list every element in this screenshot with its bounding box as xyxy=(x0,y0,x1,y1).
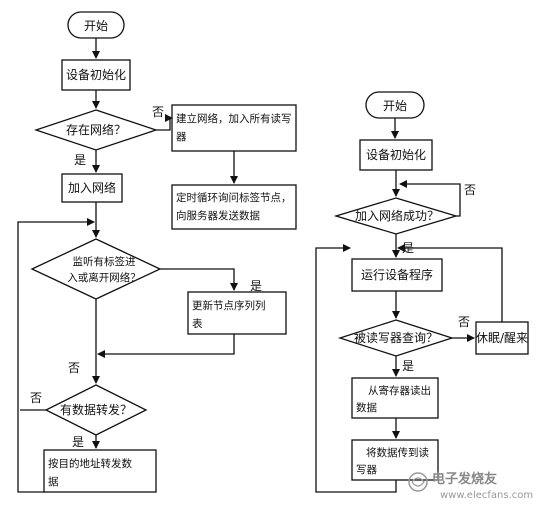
right-send-line2: 写器 xyxy=(356,464,377,476)
right-run-label: 运行设备程序 xyxy=(361,267,433,282)
left-init-label: 设备初始化 xyxy=(66,68,126,82)
left-no-label-1: 否 xyxy=(152,105,164,119)
right-queried-label: 被读写器查询？ xyxy=(354,331,438,345)
left-network-exists-label: 存在网络？ xyxy=(66,122,126,137)
left-update-box xyxy=(187,291,287,335)
left-poll-box xyxy=(171,184,297,230)
left-join-network-box xyxy=(61,173,123,203)
left-forward-line1: 按目的地址转发数 xyxy=(48,457,132,470)
right-join-success-label: 加入网络成功？ xyxy=(355,208,439,223)
right-send-line1: 将数据传到读 xyxy=(366,446,429,459)
right-no-label-1: 否 xyxy=(464,183,476,197)
left-forward-line2: 据 xyxy=(48,475,59,488)
left-forward-label: 有数据转发？ xyxy=(60,402,132,417)
left-create-network-line1: 建立网络，加入所有读写 xyxy=(176,112,292,125)
left-no-label-2: 否 xyxy=(68,361,80,375)
left-init-box xyxy=(61,59,131,91)
left-poll-line1: 定时循环询问标签节点， xyxy=(176,191,292,204)
right-sleep-label: 休眠/醒来 xyxy=(476,331,528,345)
right-read-register-box xyxy=(351,377,439,419)
right-flowchart: 开始 设备初始化 加入网络成功？ 否 是 运行设备程序 被读写器查询？ 否 休眠… xyxy=(315,91,529,493)
left-yes-label-1: 是 xyxy=(74,153,86,167)
left-start-label: 开始 xyxy=(84,19,108,33)
left-monitor-line2: 入或离开网络？ xyxy=(67,271,141,284)
left-flowchart: 开始 设备初始化 存在网络？ 否 建立网络，加入所有读写 器 定时循环询问标签节… xyxy=(17,11,297,493)
left-update-line2: 表 xyxy=(192,317,203,330)
left-poll-line2: 向服务器发送数据 xyxy=(176,209,260,222)
right-yes-label-2: 是 xyxy=(402,359,414,373)
watermark-url: www.elecfans.com xyxy=(440,490,533,501)
watermark: 电子发烧友 www.elecfans.com xyxy=(408,471,533,501)
left-no-label-3: 否 xyxy=(30,391,42,405)
left-yes-label-3: 是 xyxy=(72,435,84,449)
right-read-register-line1: 从寄存器读出 xyxy=(368,384,431,397)
right-no-label-2: 否 xyxy=(458,315,470,329)
left-monitor-line1: 监听有标签进 xyxy=(73,255,136,268)
left-create-network-box xyxy=(171,104,297,152)
left-monitor-decision xyxy=(30,238,162,300)
right-run-box xyxy=(351,258,443,292)
watermark-logo-icon xyxy=(408,472,428,492)
right-start-label: 开始 xyxy=(383,99,407,113)
left-create-network-line2: 器 xyxy=(176,131,187,143)
watermark-title: 电子发烧友 xyxy=(432,471,497,487)
right-read-register-line2: 数据 xyxy=(356,401,377,414)
left-yes-label-2: 是 xyxy=(250,279,262,293)
left-forward-box xyxy=(43,449,157,493)
left-update-line1: 更新节点序列列 xyxy=(192,299,266,312)
right-init-label: 设备初始化 xyxy=(366,148,426,162)
left-join-network-label: 加入网络 xyxy=(68,180,116,195)
right-sleep-box xyxy=(475,321,529,355)
right-send-box xyxy=(351,439,439,481)
